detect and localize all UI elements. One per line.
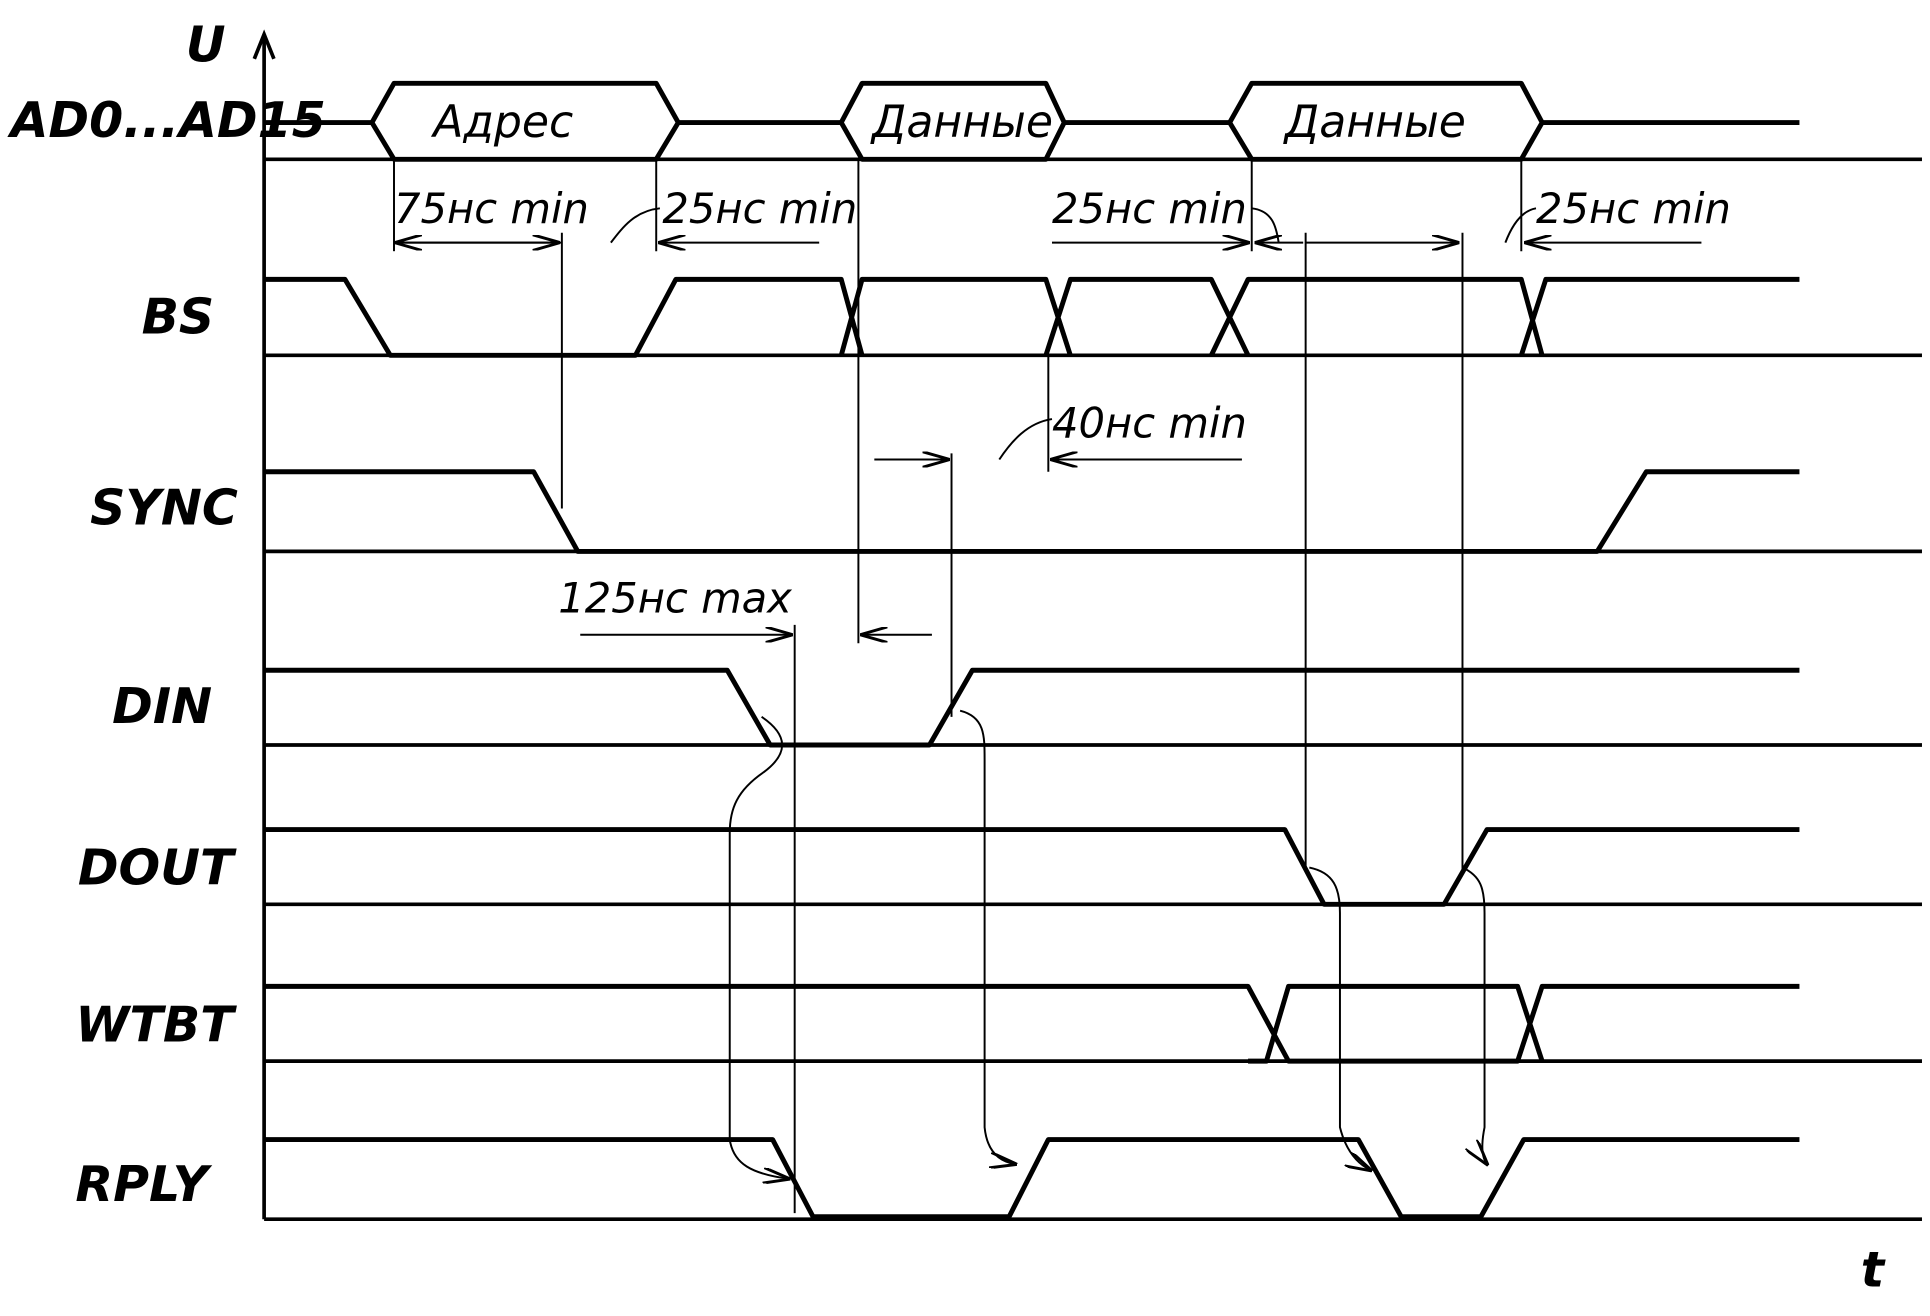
annotation-125ns: 125нс max	[558, 574, 792, 623]
annotation-75ns: 75нс min	[394, 184, 589, 233]
timing-reference-lines	[393, 159, 1523, 1214]
signal-label-din: DIN	[112, 678, 212, 735]
axes: U t	[186, 16, 1922, 1299]
din-waveform	[264, 667, 1800, 748]
annotation-25ns-3: 25нс min	[1536, 184, 1731, 233]
signal-names: AD0...AD15 BS SYNC DIN DOUT WTBT RPLY	[6, 92, 325, 1213]
y-axis-label: U	[186, 16, 226, 73]
wtbt-waveform	[264, 983, 1800, 1064]
bus-segment-data-1	[838, 80, 1067, 162]
dimension-arrows	[393, 207, 1702, 634]
baselines	[264, 157, 1922, 1063]
bus-label-data-2: Данные	[1283, 97, 1466, 148]
bus-label-address: Адрес	[430, 97, 573, 148]
signal-label-sync: SYNC	[90, 479, 238, 536]
signal-label-bs: BS	[142, 288, 215, 345]
annotation-25ns-2: 25нс min	[1052, 184, 1247, 233]
timing-annotations: 75нс min 25нс min 25нс min 25нс min 40нс…	[394, 184, 1731, 623]
x-axis-label: t	[1861, 1242, 1886, 1299]
annotation-25ns-1: 25нс min	[662, 184, 857, 233]
y-axis-arrow-icon	[252, 29, 276, 60]
signal-label-wtbt: WTBT	[75, 997, 237, 1054]
annotation-40ns: 40нс min	[1052, 398, 1247, 447]
bs-waveform	[264, 276, 1800, 358]
signal-label-dout: DOUT	[78, 840, 237, 897]
bus-label-data-1: Данные	[870, 97, 1053, 148]
dout-waveform	[264, 827, 1800, 907]
ad-bus-waveform: Адрес Данные Данные	[264, 80, 1800, 162]
signal-label-rply: RPLY	[75, 1156, 212, 1213]
rply-waveform	[264, 1137, 1800, 1220]
sync-waveform	[264, 469, 1800, 554]
